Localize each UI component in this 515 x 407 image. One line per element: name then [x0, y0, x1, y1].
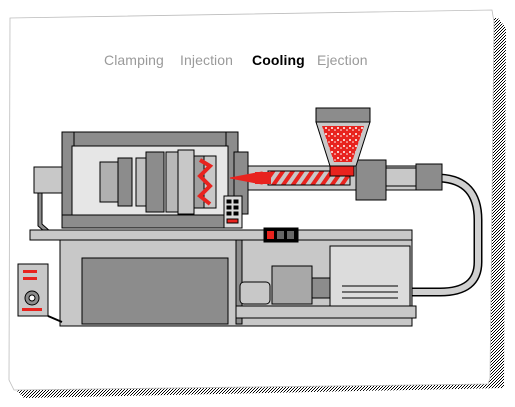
tab-clamping[interactable]: Clamping: [104, 52, 164, 68]
clamp-cylinder: [33, 166, 65, 194]
mold-cavity-melt: [197, 158, 214, 206]
clamp-frame-top: [61, 131, 238, 147]
machine-bed: [29, 229, 413, 241]
electrical-box: [17, 263, 49, 317]
machine: [17, 107, 483, 327]
tab-injection[interactable]: Injection: [180, 52, 233, 68]
control-panel-icon: [223, 195, 243, 229]
stage-tabs: Clamping Injection Cooling Ejection: [104, 52, 368, 68]
mold-icon: [165, 149, 217, 215]
tab-cooling[interactable]: Cooling: [252, 52, 305, 68]
hopper-icon: [315, 107, 371, 177]
tab-ejection[interactable]: Ejection: [317, 52, 368, 68]
display-icon: [263, 227, 299, 243]
clamp-frame-bottom: [61, 214, 238, 229]
